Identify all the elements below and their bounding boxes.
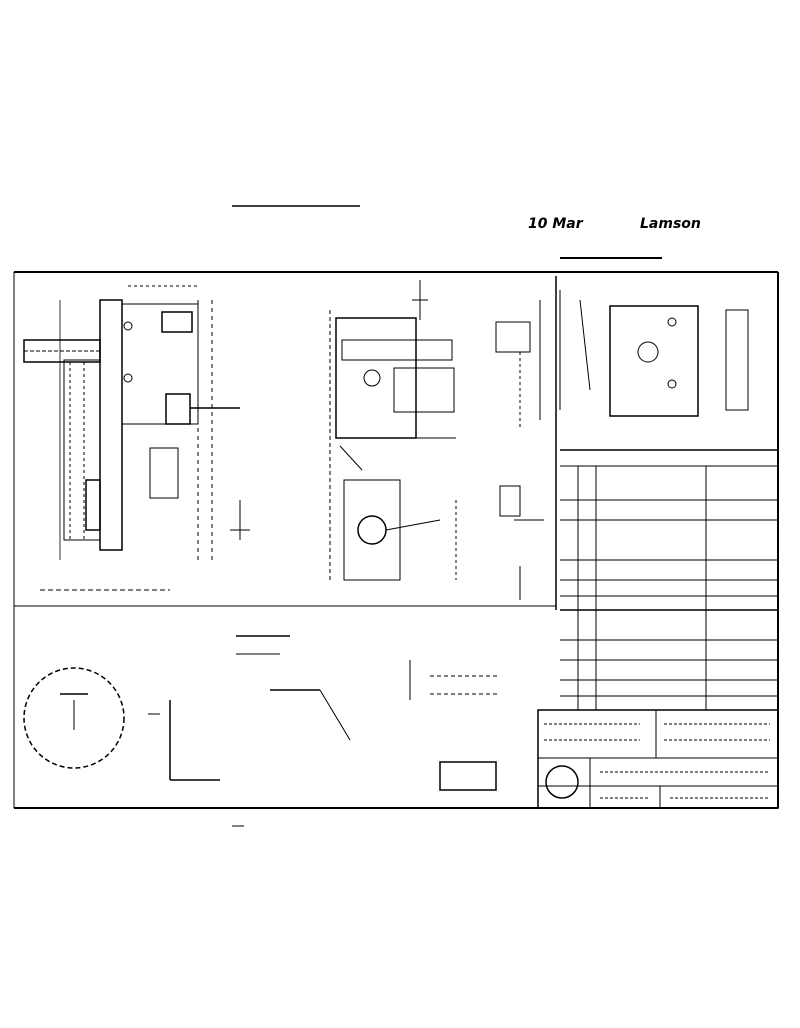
bottom-details: [169, 635, 500, 791]
header-annotations: 10 Mar Lamson: [232, 205, 701, 259]
end-view-circle: [23, 667, 160, 769]
right-detail-view: [495, 300, 544, 600]
plan-view: [559, 290, 778, 451]
front-section-view: [329, 280, 457, 581]
handwritten-note: 10 Mar: [528, 216, 584, 232]
title-block: [537, 709, 779, 809]
sheet-border: [13, 271, 779, 809]
company-logo-seal: [545, 765, 579, 799]
handwritten-note-2: Lamson: [640, 216, 701, 232]
bill-of-materials-table: [560, 465, 778, 710]
side-elevation-view: [23, 285, 250, 591]
